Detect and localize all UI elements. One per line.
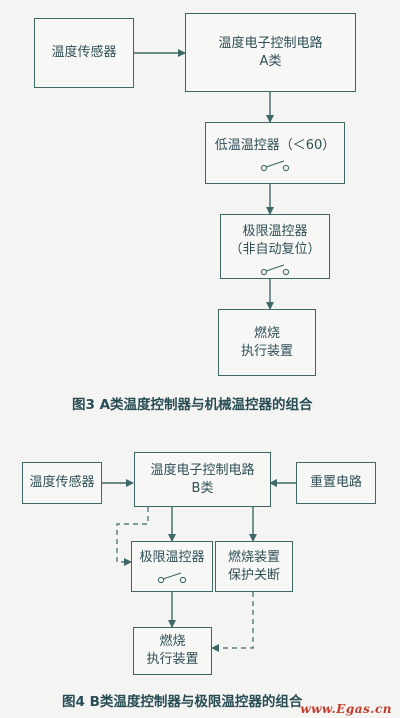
fig4-caption: 图4 B类温度控制器与极限温控器的组合 [62,694,303,710]
fig4-protect-box: 燃烧装置 保护关断 [215,541,293,592]
fig3-burner-label: 燃烧 [253,325,280,341]
switch-icon [260,264,290,276]
fig3-low-temp-label: 低温温控器（＜60） [214,138,336,153]
fig3-burner-label-2: 执行装置 [240,343,293,359]
fig4-burner-label-2: 执行装置 [146,652,199,667]
fig3-limit-box: 极限温控器 （非自动复位） [220,214,330,279]
fig3-controller-class: A类 [259,53,282,69]
fig3-caption: 图3 A类温度控制器与机械温控器的组合 [72,397,313,413]
fig4-protect-label-2: 保护关断 [227,567,280,583]
fig4-burner-box: 燃烧 执行装置 [133,627,212,675]
fig4-sensor-label: 温度传感器 [29,475,95,490]
fig3-burner-box: 燃烧 执行装置 [218,309,316,376]
switch-icon [157,571,187,583]
watermark: www.Egas.cn [300,702,392,716]
fig4-burner-label: 燃烧 [159,634,186,649]
fig3-low-temp-box: 低温温控器（＜60） [205,122,345,184]
fig4-reset-label: 重置电路 [309,475,362,490]
fig4-protect-label: 燃烧装置 [227,549,280,565]
switch-icon [260,160,290,172]
fig4-sensor-box: 温度传感器 [22,462,102,504]
fig4-controller-class: B类 [191,480,214,496]
fig4-limit-label: 极限温控器 [139,549,205,565]
fig3-controller-box: 温度电子控制电路 A类 [185,13,356,92]
dashed-feedback-left [116,507,149,566]
fig3-controller-label: 温度电子控制电路 [218,35,323,51]
fig3-sensor-box: 温度传感器 [34,18,134,88]
fig3-limit-note: （非自动复位） [229,242,321,257]
fig4-controller-box: 温度电子控制电路 B类 [134,452,271,507]
fig4-controller-label: 温度电子控制电路 [150,462,255,478]
dashed-protect-to-burner [211,592,254,652]
fig3-sensor-label: 温度传感器 [51,45,117,60]
fig4-limit-box: 极限温控器 [131,541,213,592]
fig3-limit-label: 极限温控器 [242,224,308,239]
fig4-reset-box: 重置电路 [296,462,376,504]
